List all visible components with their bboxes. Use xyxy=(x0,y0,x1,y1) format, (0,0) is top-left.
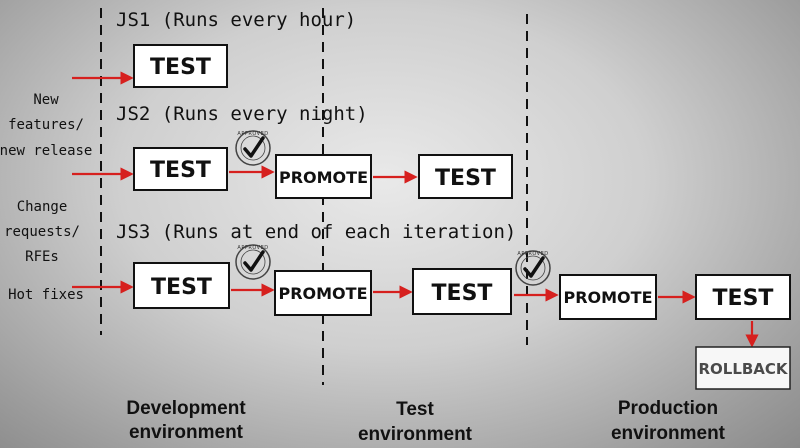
js1-test-box xyxy=(133,44,228,88)
env-label-production-2: environment xyxy=(611,423,726,444)
svg-text:APPROVED: APPROVED xyxy=(237,245,268,251)
approved-stamp-js3-dev: APPROVED xyxy=(234,243,272,281)
js2-promote-label: PROMOTE xyxy=(279,168,368,187)
js2-test-box xyxy=(133,147,228,191)
js2-promote-box xyxy=(275,154,372,199)
input-label-features: features/ xyxy=(8,117,84,133)
approved-stamp-js3-test: APPROVED xyxy=(514,249,552,287)
rollback-label: ROLLBACK xyxy=(698,360,788,378)
input-label-hotfixes: Hot fixes xyxy=(8,287,84,303)
js3-test-label: TEST xyxy=(151,275,212,300)
js1-test-label: TEST xyxy=(150,55,211,80)
env-label-test-1: Test xyxy=(396,399,434,420)
rollback-box xyxy=(695,346,791,390)
js3-test-prod-box xyxy=(695,274,791,320)
js3-test-box xyxy=(133,262,230,309)
job-label-js3: JS3 (Runs at end of each iteration) xyxy=(116,221,516,243)
job-label-js2: JS2 (Runs every night) xyxy=(116,103,368,125)
js3-test-env-box xyxy=(412,268,512,315)
js3-test-prod-label: TEST xyxy=(713,286,774,311)
js3-promote-prod-box xyxy=(559,274,657,320)
env-label-production-1: Production xyxy=(618,398,718,419)
input-label-new: New xyxy=(33,92,59,108)
js3-promote-prod-label: PROMOTE xyxy=(563,288,652,307)
input-label-new-release: new release xyxy=(0,143,92,159)
approved-stamp-js2: APPROVED xyxy=(234,129,272,167)
job-label-js1: JS1 (Runs every hour) xyxy=(116,9,356,31)
env-label-test-2: environment xyxy=(358,424,473,445)
js3-promote-label: PROMOTE xyxy=(278,284,367,303)
input-label-requests: requests/ xyxy=(4,224,80,240)
env-label-development-2: environment xyxy=(129,422,244,443)
env-label-development-1: Development xyxy=(126,398,246,419)
input-label-change: Change xyxy=(17,199,68,215)
js2-test-env-box xyxy=(418,154,513,199)
input-label-rfes: RFEs xyxy=(25,249,59,265)
js3-promote-box xyxy=(274,270,372,316)
js3-test-env-label: TEST xyxy=(432,281,493,306)
js2-test-env-label: TEST xyxy=(435,166,496,191)
svg-text:APPROVED: APPROVED xyxy=(517,251,548,257)
svg-text:APPROVED: APPROVED xyxy=(237,131,268,137)
js2-test-label: TEST xyxy=(150,158,211,183)
